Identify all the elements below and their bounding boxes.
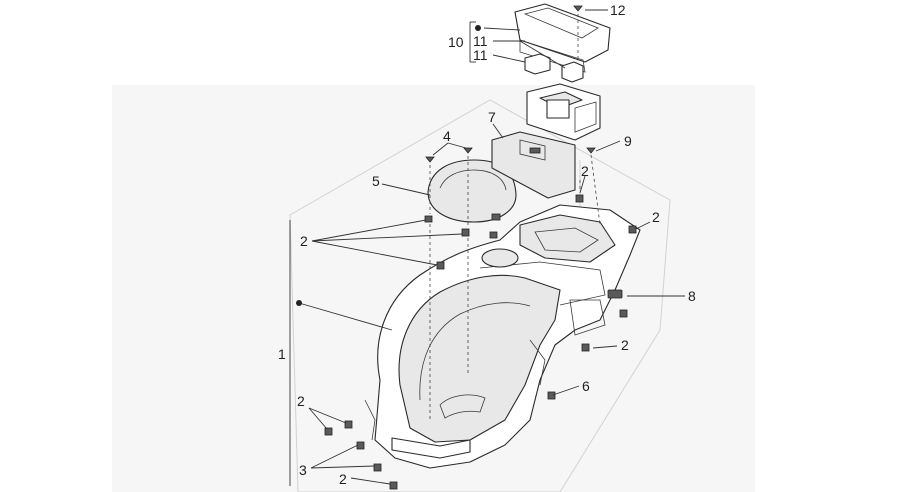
included-marker-dot	[475, 25, 481, 31]
callout-11: 11	[473, 33, 488, 49]
callout-4: 4	[443, 128, 451, 144]
callout-6: 6	[582, 378, 590, 394]
battery-housing	[526, 83, 601, 141]
callout-2: 2	[581, 163, 589, 179]
callout-2: 2	[652, 209, 660, 225]
callout-5: 5	[372, 173, 380, 189]
callout-labels: 12 10 11 11 7 4 9 2 5 2 2 8 2 1 6 2 3 2	[278, 2, 696, 487]
assembly-axes	[429, 14, 601, 420]
included-marker-dot	[296, 300, 302, 306]
callout-2: 2	[621, 337, 629, 353]
screws	[425, 5, 596, 163]
callout-3: 3	[299, 462, 307, 478]
leader-lines	[289, 9, 685, 486]
callout-2: 2	[300, 233, 308, 249]
clip-nuts	[324, 194, 637, 490]
cover-lid	[427, 159, 517, 223]
helmet-compartment	[364, 204, 641, 469]
callout-12: 12	[610, 2, 626, 18]
callout-9: 9	[624, 133, 632, 149]
callout-10: 10	[448, 34, 464, 50]
battery-lid	[514, 3, 611, 73]
callout-2: 2	[297, 393, 305, 409]
callout-7: 7	[488, 109, 496, 125]
callout-11: 11	[473, 47, 488, 63]
callout-8: 8	[688, 288, 696, 304]
callout-2: 2	[339, 471, 347, 487]
pads	[524, 53, 584, 83]
tray-plate	[491, 131, 576, 199]
callout-1: 1	[278, 346, 286, 362]
